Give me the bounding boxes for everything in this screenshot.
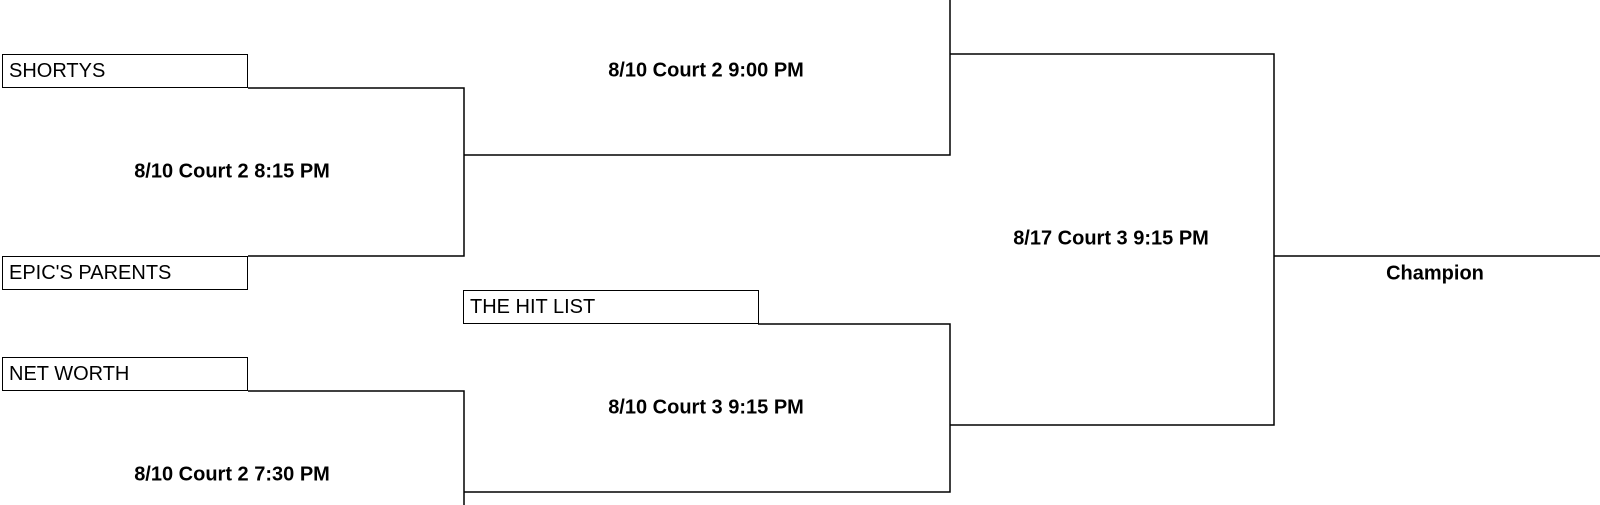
champion-label: Champion: [1386, 262, 1484, 285]
match-label-round2-top: 8/10 Court 2 9:00 PM: [608, 59, 804, 82]
match-label-round1-bottom: 8/10 Court 2 7:30 PM: [134, 463, 330, 486]
team-name: EPIC'S PARENTS: [9, 262, 172, 284]
team-name: SHORTYS: [9, 60, 106, 82]
bracket-line-final: [950, 53, 1275, 426]
match-label-round2-bottom: 8/10 Court 3 9:15 PM: [608, 396, 804, 419]
bracket-line-round2-bottom: [464, 323, 951, 493]
bracket-line-round1-bottom: [248, 390, 465, 505]
bracket-line-round2-top: [464, 0, 951, 156]
team-slot-shortys: SHORTYS: [2, 54, 248, 88]
match-label-round1-top: 8/10 Court 2 8:15 PM: [134, 160, 330, 183]
match-label-final: 8/17 Court 3 9:15 PM: [1013, 227, 1209, 250]
team-slot-net-worth: NET WORTH: [2, 357, 248, 391]
bracket-line-round1-top: [248, 87, 465, 257]
team-slot-the-hit-list: THE HIT LIST: [463, 290, 759, 324]
team-slot-epics-parents: EPIC'S PARENTS: [2, 256, 248, 290]
team-name: NET WORTH: [9, 363, 130, 385]
team-name: THE HIT LIST: [470, 296, 596, 318]
